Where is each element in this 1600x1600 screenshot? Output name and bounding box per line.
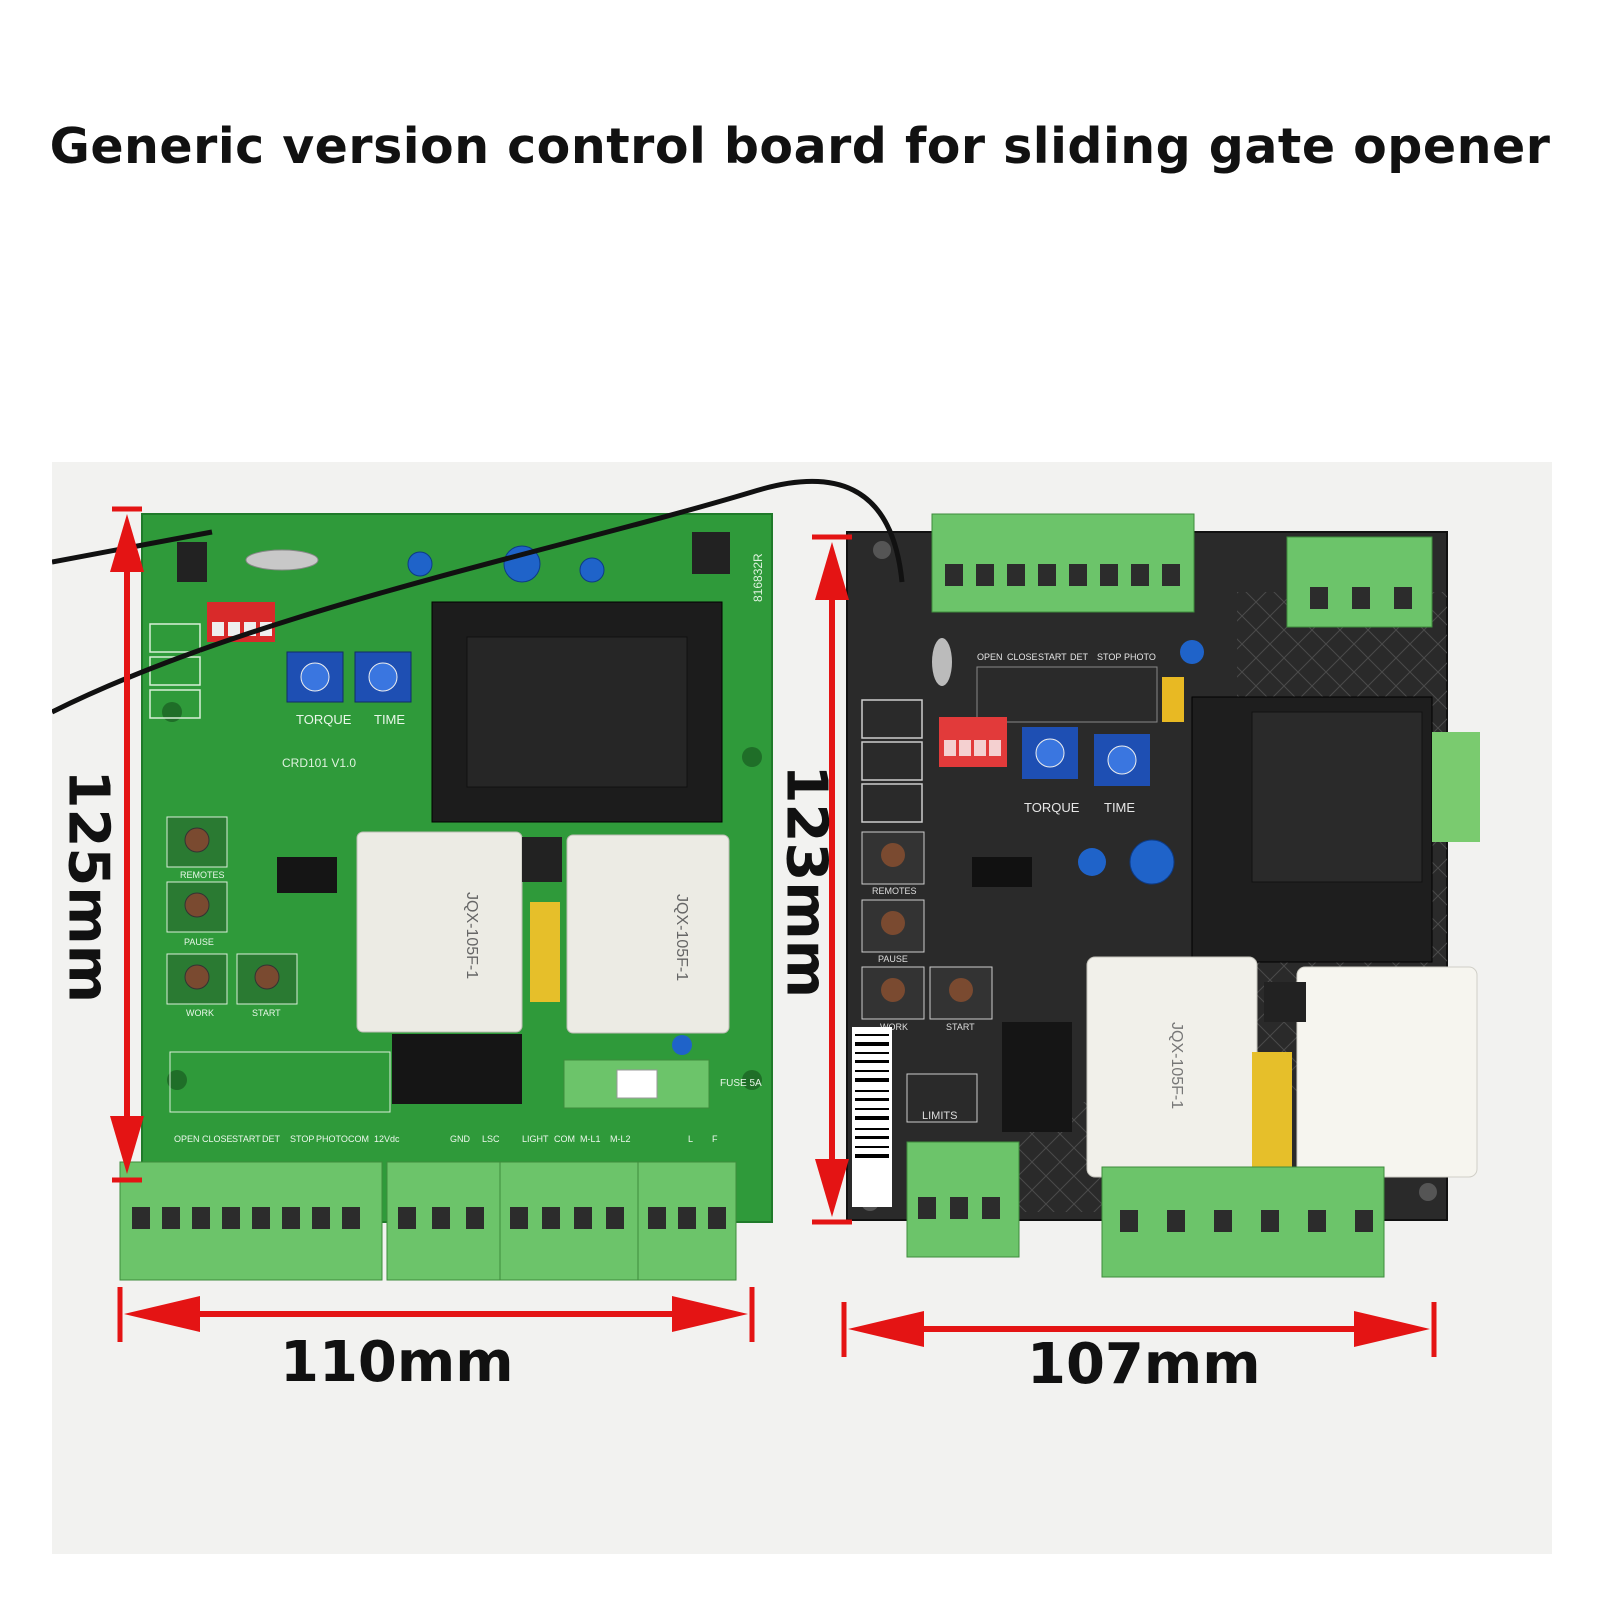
- button-label-work: WORK: [880, 1022, 908, 1032]
- terminal-block-4pin: [499, 1161, 639, 1281]
- relay-right-2: [1296, 966, 1478, 1178]
- black-control-board: OPEN CLOSE START DET STOP PHOTO TORQUE T…: [846, 513, 1480, 1278]
- terminal-label: COM: [348, 1134, 369, 1144]
- terminal-block-3pin-b: [637, 1161, 737, 1281]
- button-remotes: [166, 816, 228, 868]
- relay-left-2: JQX-105F-1: [566, 834, 730, 1034]
- product-photo: TORQUE TIME CRD101 V1.0 816832R REMOTES …: [52, 462, 1552, 1554]
- board-model-label: CRD101 V1.0: [282, 756, 356, 770]
- dimension-arrow-left-height: [110, 506, 144, 1183]
- button-label-pause: PAUSE: [878, 954, 908, 964]
- green-control-board: TORQUE TIME CRD101 V1.0 816832R REMOTES …: [119, 513, 773, 1281]
- terminal-label: GND: [450, 1134, 471, 1144]
- button-start: [929, 966, 993, 1020]
- button-work: [861, 966, 925, 1020]
- terminal-label: F: [712, 1134, 718, 1144]
- terminal-label: M-L1: [580, 1134, 601, 1144]
- dimension-arrow-right-width: [841, 1302, 1437, 1357]
- top-label-row: OPEN CLOSE START DET STOP PHOTO: [977, 652, 1156, 662]
- dimension-arrow-right-height: [812, 534, 852, 1225]
- page-title: Generic version control board for slidin…: [49, 118, 1551, 175]
- pot-label-time: TIME: [374, 712, 405, 727]
- terminal-block-bottom-6pin: [1101, 1166, 1385, 1278]
- terminal-label: M-L2: [610, 1134, 631, 1144]
- terminal-label: OPEN: [174, 1134, 200, 1144]
- dimension-arrow-left-width: [117, 1287, 755, 1342]
- dimension-label-right-height: 123mm: [773, 764, 839, 999]
- terminal-label: LIGHT: [522, 1134, 549, 1144]
- relay-label: JQX-105F-1: [1168, 1022, 1185, 1109]
- relay-label: JQX-105F-1: [463, 892, 480, 979]
- top-label: CLOSE: [1007, 652, 1038, 662]
- terminal-label: DET: [262, 1134, 281, 1144]
- pot-label-torque: TORQUE: [1024, 800, 1080, 815]
- terminal-label: PHOTO: [316, 1134, 348, 1144]
- terminal-label: START: [232, 1134, 261, 1144]
- terminal-label: COM: [554, 1134, 575, 1144]
- top-label: OPEN: [977, 652, 1003, 662]
- antenna-wire-right: [52, 478, 905, 715]
- dimension-label-right-width: 107mm: [1027, 1332, 1261, 1397]
- terminal-label: L: [688, 1134, 693, 1144]
- dimension-label-left-height: 125mm: [55, 769, 121, 1004]
- button-label-remotes: REMOTES: [180, 870, 225, 880]
- terminal-block-top-3pin: [1286, 536, 1433, 628]
- terminal-label: STOP: [290, 1134, 314, 1144]
- pot-label-time: TIME: [1104, 800, 1135, 815]
- button-pause: [861, 899, 925, 953]
- top-label: START: [1038, 652, 1067, 662]
- terminal-block-top-8pin: [931, 513, 1195, 613]
- button-remotes: [861, 831, 925, 885]
- board-serial-label: 816832R: [751, 553, 765, 602]
- relay-label: JQX-105F-1: [673, 894, 690, 981]
- terminal-label-row: OPEN CLOSE START DET STOP PHOTO COM 12Vd…: [174, 1134, 718, 1144]
- button-label-work: WORK: [186, 1008, 214, 1018]
- button-start: [236, 953, 298, 1005]
- button-label-start: START: [252, 1008, 281, 1018]
- relay-left-1: JQX-105F-1: [356, 831, 523, 1033]
- relay-right-1: JQX-105F-1: [1086, 956, 1258, 1178]
- barcode: [855, 1034, 889, 1158]
- fuse-label: FUSE 5A: [720, 1078, 762, 1089]
- button-label-remotes: REMOTES: [872, 886, 917, 896]
- button-label-start: START: [946, 1022, 975, 1032]
- terminal-label: 12Vdc: [374, 1134, 400, 1144]
- terminal-label: CLOSE: [202, 1134, 233, 1144]
- top-label: PHOTO: [1124, 652, 1156, 662]
- button-label-pause: PAUSE: [184, 937, 214, 947]
- dimension-label-left-width: 110mm: [280, 1330, 514, 1395]
- top-label: DET: [1070, 652, 1089, 662]
- button-work: [166, 953, 228, 1005]
- terminal-block-8pin: [119, 1161, 383, 1281]
- pot-label-torque: TORQUE: [296, 712, 352, 727]
- terminal-block-3pin-a: [386, 1161, 501, 1281]
- button-pause: [166, 881, 228, 933]
- top-label: STOP: [1097, 652, 1121, 662]
- terminal-label: LSC: [482, 1134, 500, 1144]
- terminal-block-bottom-3pin: [906, 1141, 1020, 1258]
- limits-label: LIMITS: [922, 1110, 957, 1122]
